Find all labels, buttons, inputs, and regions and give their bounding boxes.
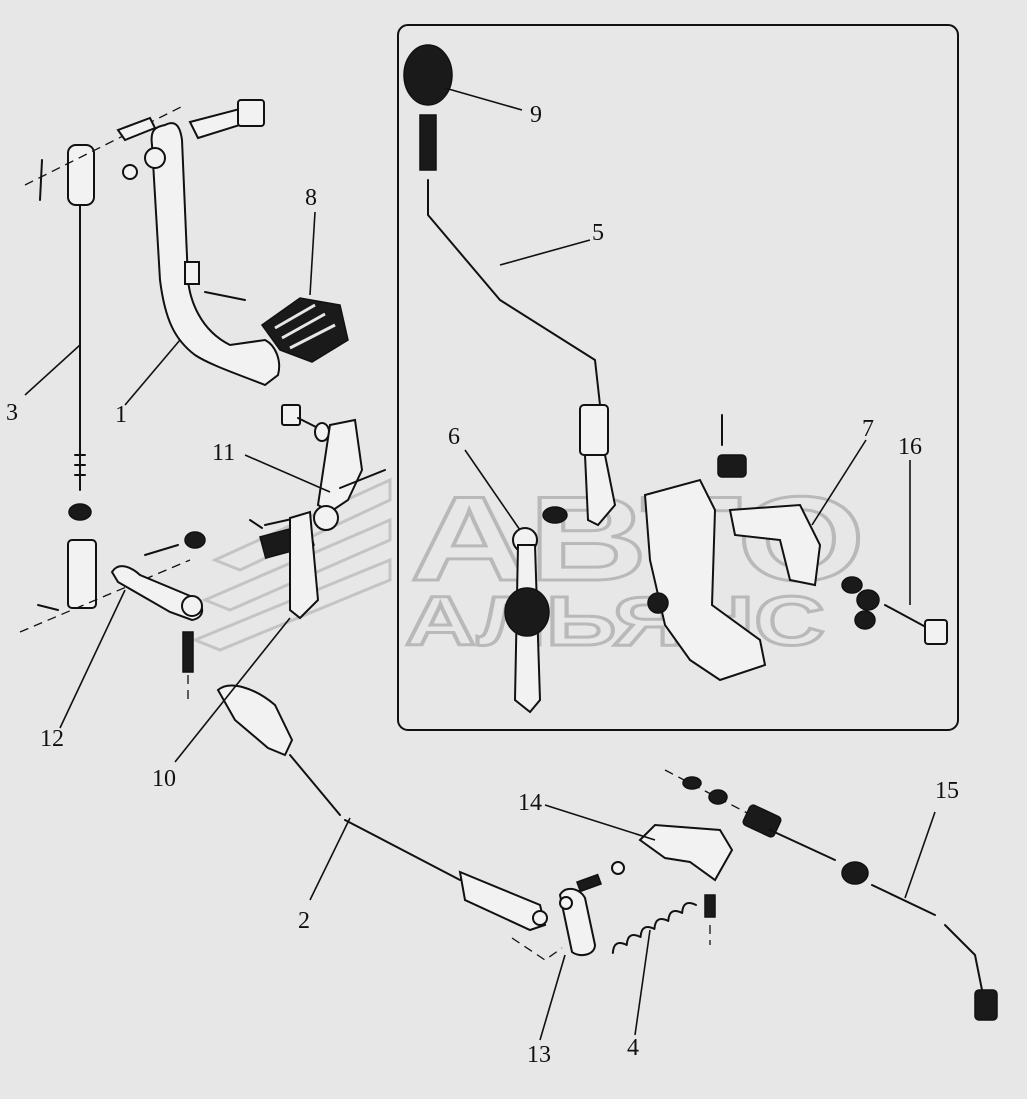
callout-13: 13 <box>527 1042 551 1068</box>
callout-15: 15 <box>935 778 959 804</box>
callout-8: 8 <box>305 185 317 211</box>
callout-1: 1 <box>115 402 127 428</box>
callout-14: 14 <box>518 790 542 816</box>
callout-3: 3 <box>6 400 18 426</box>
callout-4: 4 <box>627 1035 639 1061</box>
lever-plate <box>728 503 822 587</box>
pedal-pad <box>260 297 349 363</box>
callout-2: 2 <box>298 908 310 934</box>
callout-5: 5 <box>592 220 604 246</box>
clutch-pedal <box>116 99 281 387</box>
callout-7: 7 <box>862 416 874 442</box>
shift-knob <box>403 44 453 106</box>
callout-11: 11 <box>212 440 235 466</box>
inset-frame <box>397 24 959 731</box>
callout-10: 10 <box>152 766 176 792</box>
pedal-shaft-lever <box>249 404 386 620</box>
shift-selector-lever <box>504 506 568 714</box>
return-spring <box>611 902 697 954</box>
shift-support-bracket <box>643 414 767 682</box>
callout-6: 6 <box>448 424 460 450</box>
callout-12: 12 <box>40 726 64 752</box>
callout-9: 9 <box>530 102 542 128</box>
callout-16: 16 <box>898 434 922 460</box>
adjusting-rod <box>19 104 191 633</box>
clutch-pipe <box>664 769 998 1021</box>
callout-labels: 1 2 3 4 5 6 7 8 9 10 11 12 13 14 15 16 <box>6 102 959 1068</box>
fastener-bolt <box>841 576 948 645</box>
shift-lever <box>419 114 617 527</box>
clutch-rod <box>216 684 563 961</box>
spring-bracket <box>611 823 734 945</box>
callout-leaders <box>24 87 936 1041</box>
pedal-lever <box>110 531 206 705</box>
release-fork-lever <box>558 873 603 957</box>
